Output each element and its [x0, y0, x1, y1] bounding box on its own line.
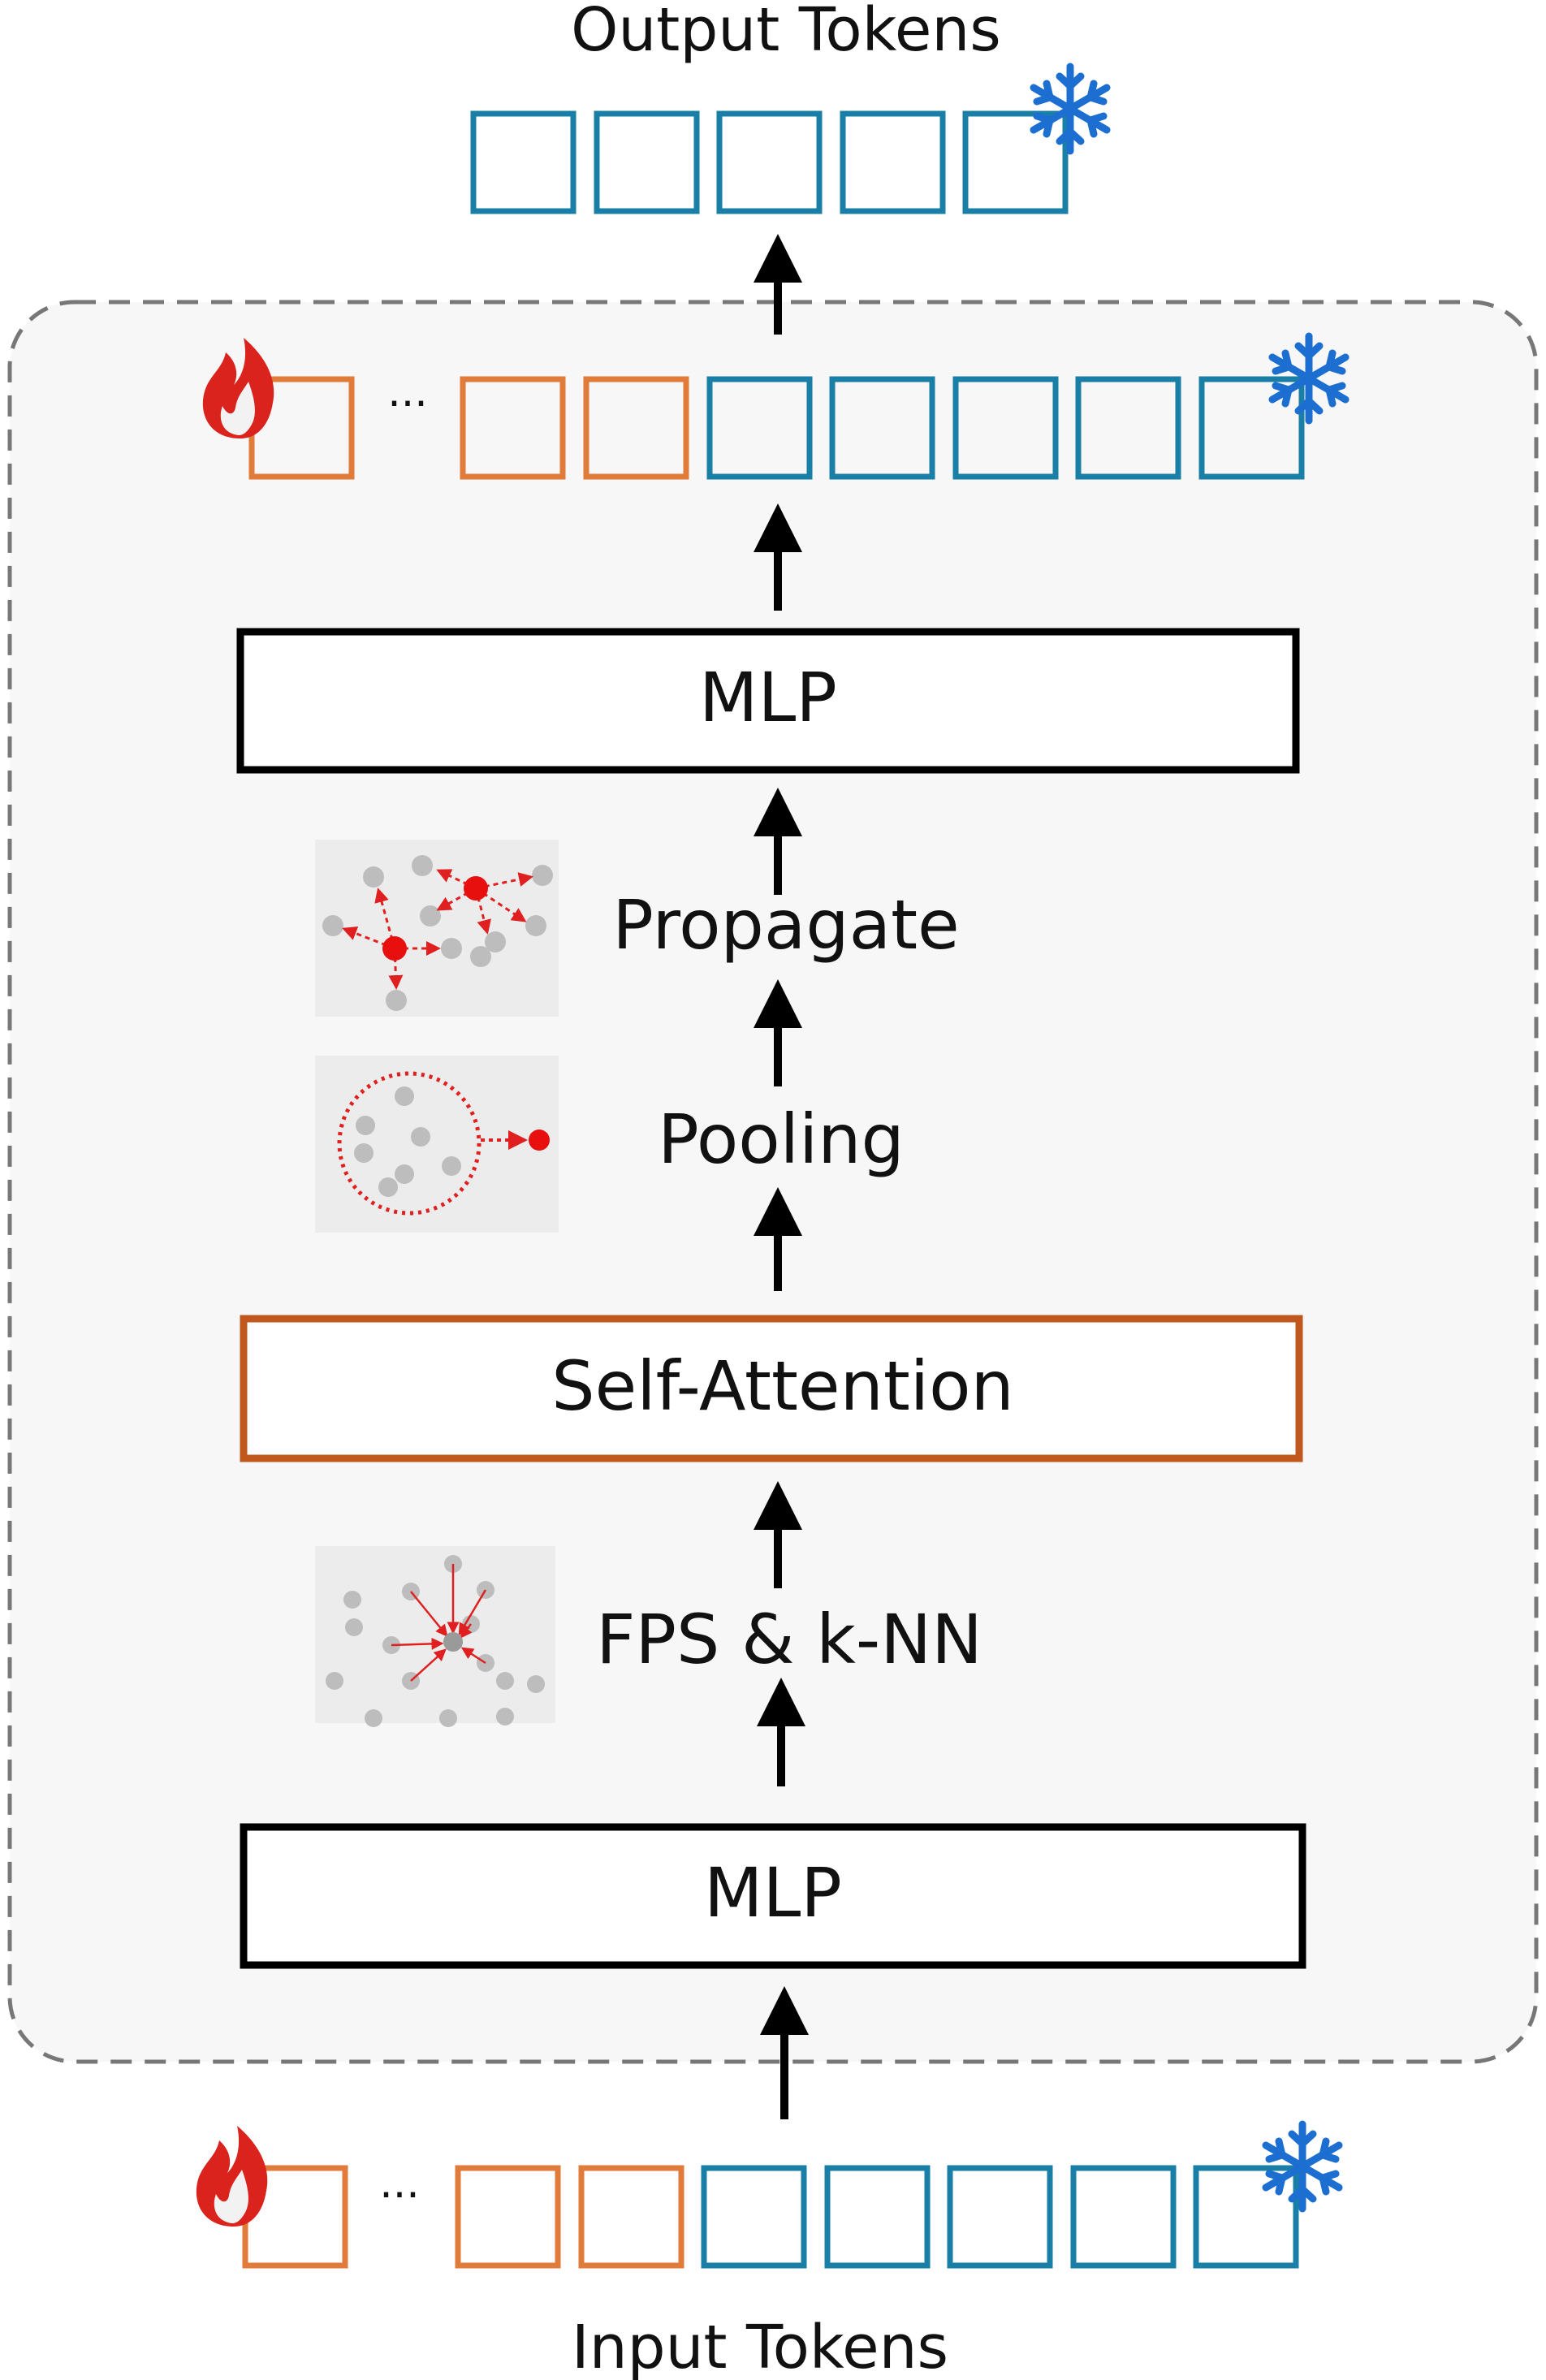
- output-token: [716, 110, 823, 214]
- ellipsis: ...: [379, 2159, 420, 2208]
- frozen-token: [1193, 2165, 1299, 2269]
- upper-token-row: [248, 376, 1305, 480]
- mlp-label-bottom: MLP: [704, 1853, 842, 1933]
- fps-knn-label: FPS & k-NN: [596, 1600, 982, 1679]
- frozen-token: [706, 376, 813, 480]
- propagate-illustration: [315, 840, 559, 1017]
- pooling-label: Pooling: [658, 1099, 905, 1179]
- trainable-token: [578, 2165, 684, 2269]
- trainable-token: [583, 376, 689, 480]
- mlp-block-top: [236, 628, 1300, 774]
- frozen-token: [701, 2165, 807, 2269]
- frozen-token: [824, 2165, 931, 2269]
- input-token-row: [242, 2165, 1299, 2269]
- frozen-token: [1198, 376, 1305, 480]
- frozen-token: [1070, 2165, 1177, 2269]
- self-attention-label: Self-Attention: [551, 1346, 1013, 1426]
- pooling-illustration: [315, 1056, 559, 1233]
- frozen-token: [829, 376, 935, 480]
- output-token: [962, 110, 1069, 214]
- output-token-row: [470, 110, 1069, 214]
- output-token: [840, 110, 946, 214]
- mlp-label-top: MLP: [699, 658, 837, 737]
- input-tokens-title: Input Tokens: [572, 2313, 948, 2380]
- propagate-label: Propagate: [612, 885, 959, 965]
- frozen-token: [1075, 376, 1181, 480]
- output-token: [594, 110, 700, 214]
- output-tokens-title: Output Tokens: [571, 0, 1001, 65]
- trainable-token: [455, 2165, 561, 2269]
- fps-knn-illustration: [315, 1546, 555, 1727]
- frozen-token: [947, 2165, 1053, 2269]
- module-panel: [7, 300, 1539, 2064]
- trainable-token: [460, 376, 566, 480]
- self-attention-block: [240, 1315, 1303, 1462]
- flame-icon: [196, 2126, 268, 2227]
- frozen-token: [952, 376, 1059, 480]
- snowflake-icon: [1034, 67, 1107, 151]
- ellipsis: ...: [387, 368, 428, 417]
- output-token: [470, 110, 577, 214]
- mlp-block-bottom: [240, 1823, 1306, 1969]
